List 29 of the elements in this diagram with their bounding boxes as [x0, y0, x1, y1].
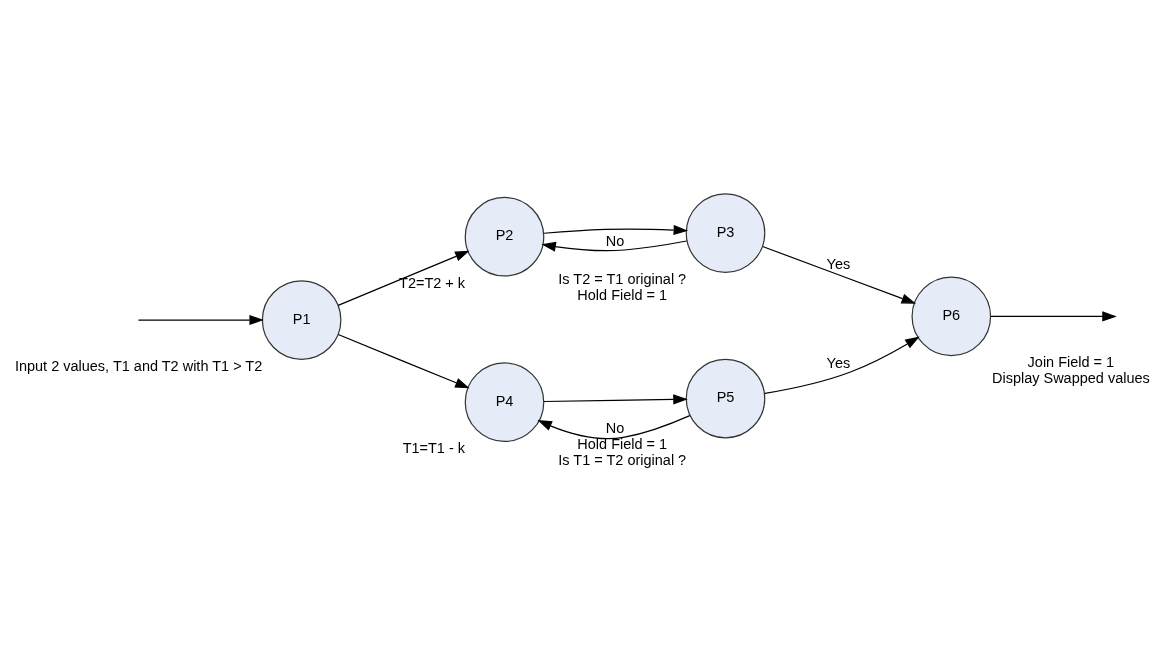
node-label: Hold Field = 1	[577, 435, 668, 452]
arrow	[537, 414, 691, 439]
node-label: T2=T2 + k	[399, 274, 466, 291]
arrow	[762, 245, 917, 304]
arrow	[764, 336, 920, 394]
arrow	[543, 224, 689, 235]
node-label: T1=T1 - k	[402, 439, 466, 456]
arrow	[337, 250, 470, 306]
node-circle: P2	[464, 196, 545, 277]
arrow	[990, 310, 1117, 321]
node-label: Is T1 = T2 original ?	[558, 451, 687, 468]
edge-label: Yes	[826, 255, 851, 272]
node-circle: P1	[261, 279, 342, 360]
edge-label: No	[605, 419, 625, 436]
node-label: Display Swapped values	[991, 369, 1150, 386]
node-circle: P5	[685, 358, 766, 438]
node-label: Hold Field = 1	[577, 286, 668, 303]
arrow	[541, 239, 688, 252]
edge-label: No	[605, 232, 625, 249]
node-label: Input 2 values, T1 and T2 with T1 > T2	[14, 357, 263, 374]
arrow	[337, 333, 470, 388]
edge-label: Yes	[826, 354, 851, 371]
arrow	[137, 314, 264, 325]
node-circle: P4	[464, 361, 545, 442]
arrow	[543, 393, 688, 404]
node-label: Is T2 = T1 original ?	[558, 270, 687, 287]
node-circle: P3	[685, 192, 766, 273]
node-circle: P6	[911, 276, 992, 356]
node-label: Join Field = 1	[1027, 353, 1115, 370]
